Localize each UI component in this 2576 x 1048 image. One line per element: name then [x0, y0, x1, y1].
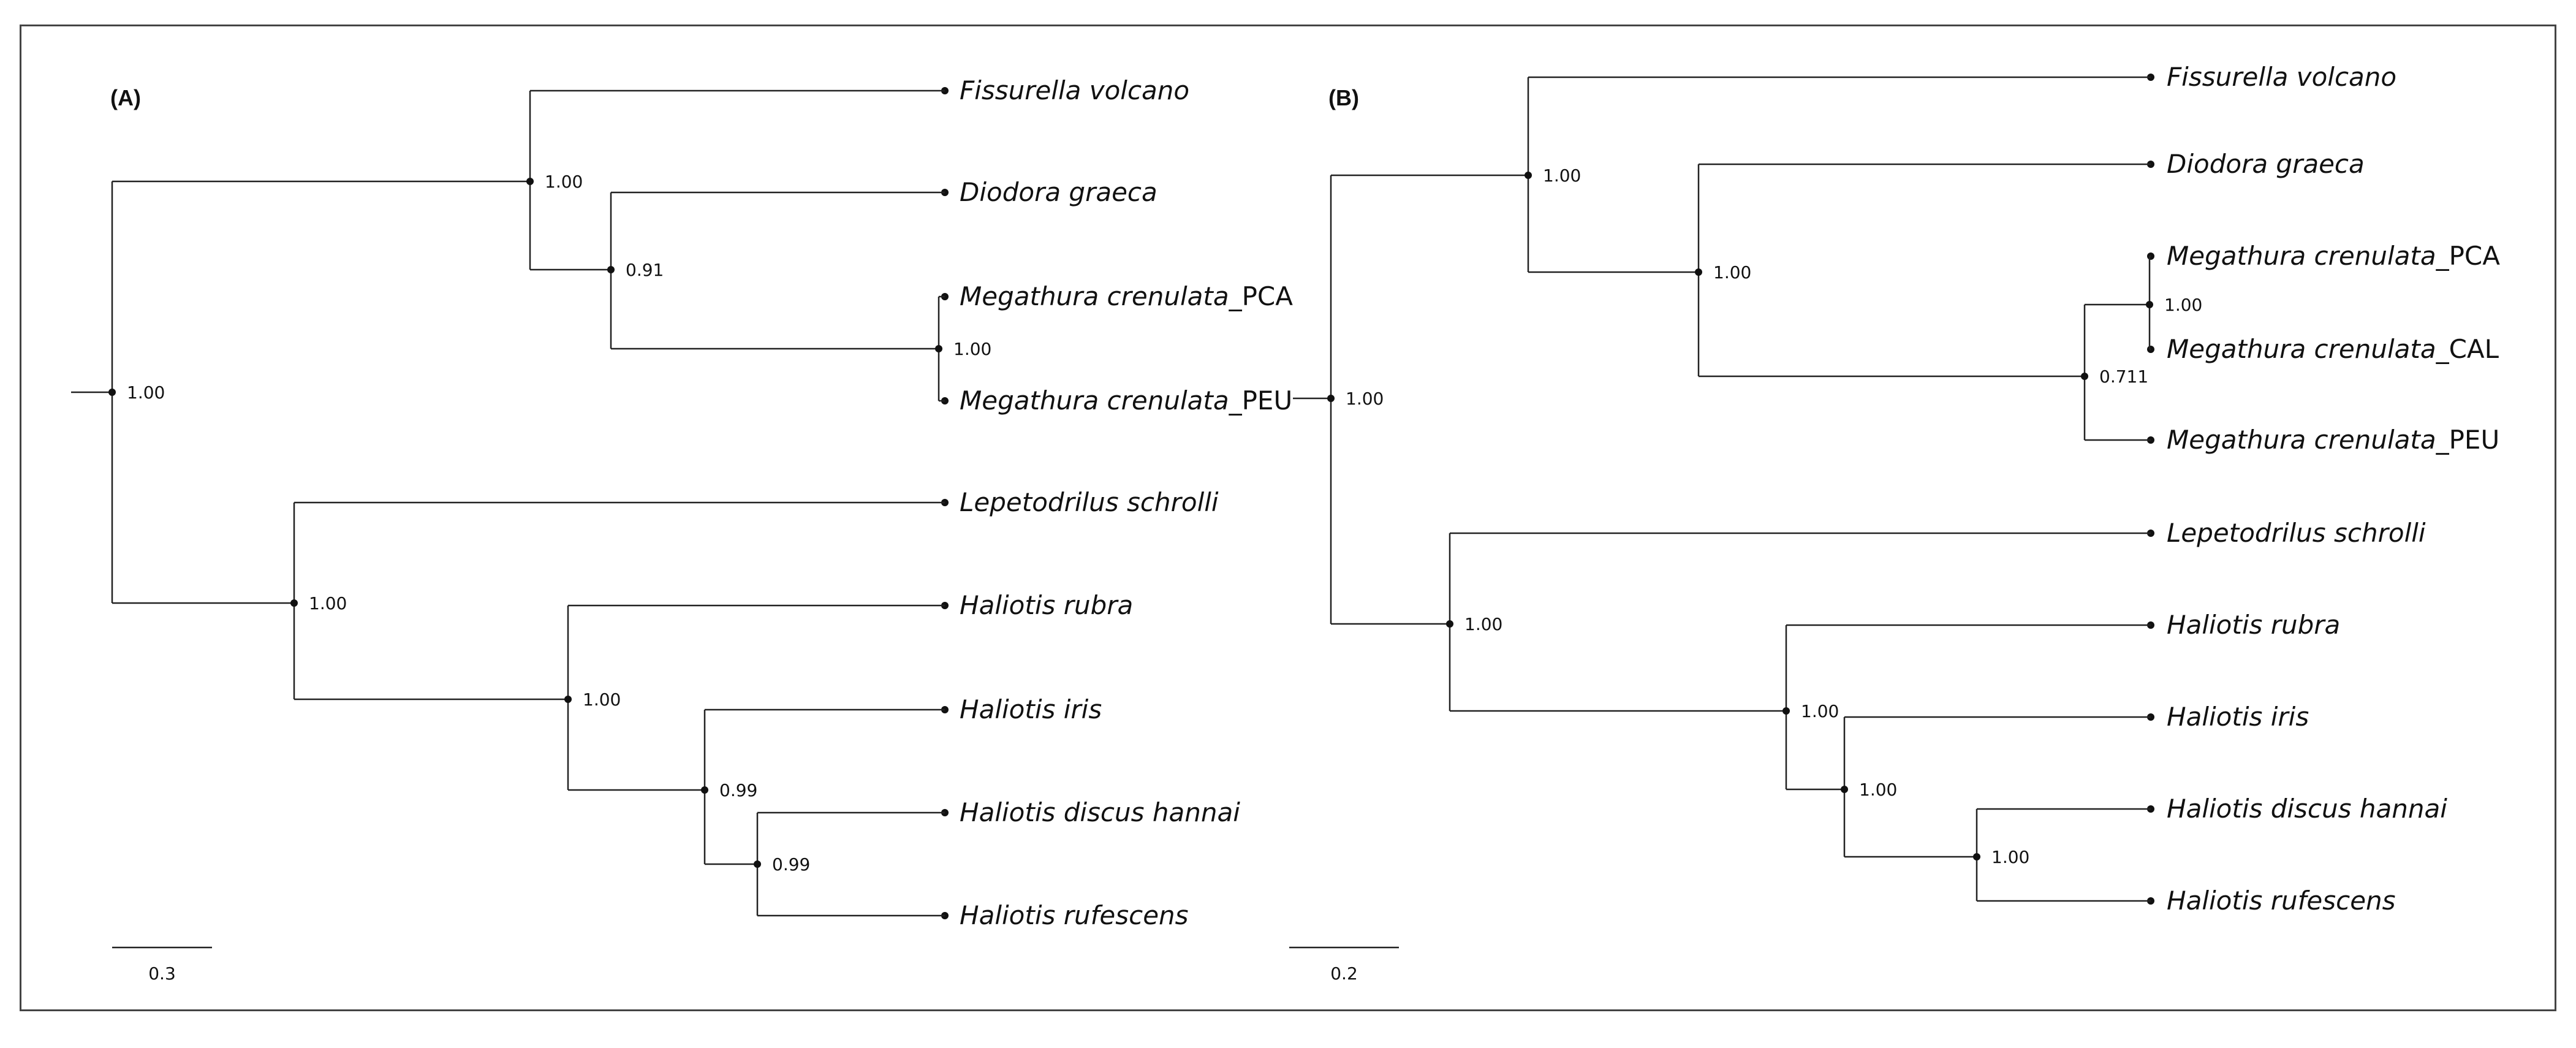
taxon-label: Fissurella volcano [960, 75, 1189, 105]
internal-node-dot [290, 599, 298, 607]
taxon-label: Haliotis iris [960, 694, 1102, 724]
taxon-label: Diodora graeca [2167, 149, 2365, 179]
support-value: 0.711 [2099, 366, 2148, 387]
taxon-label: Diodora graeca [960, 177, 1157, 207]
taxon-suffix: _PEU [1229, 385, 1293, 416]
panel-b-label: (B) [1328, 85, 1359, 110]
taxon-label: Haliotis rubra [960, 590, 1133, 620]
taxon-name: Diodora graeca [2167, 149, 2365, 179]
taxon-label: Megathura crenulata_PCA [2167, 241, 2500, 271]
internal-node-dot [1327, 395, 1335, 402]
support-value: 1.00 [1543, 165, 1581, 186]
taxon-label: Fissurella volcano [2167, 62, 2396, 92]
internal-node-dot [564, 696, 572, 703]
support-value: 1.00 [309, 593, 347, 613]
taxon-suffix: _PCA [2436, 241, 2501, 271]
internal-node-dot [701, 786, 708, 794]
support-value: 1.00 [1859, 780, 1897, 800]
internal-node-dot [1782, 707, 1790, 715]
taxon-label: Haliotis discus hannai [960, 797, 1240, 827]
support-value: 1.00 [1713, 262, 1751, 283]
internal-node-dot [607, 266, 615, 273]
scale-bar-label: 0.2 [1330, 963, 1358, 984]
taxon-name: Lepetodrilus schrolli [2167, 518, 2426, 548]
support-value: 1.00 [583, 689, 621, 710]
taxon-name: Haliotis iris [2167, 702, 2309, 732]
taxon-suffix: _PEU [2436, 425, 2500, 455]
taxon-label: Haliotis rubra [2167, 610, 2340, 640]
taxon-label: Lepetodrilus schrolli [2167, 518, 2426, 548]
internal-node-dot [1695, 268, 1702, 276]
support-value: 1.00 [127, 382, 165, 403]
taxon-name: Megathura crenulata [2167, 241, 2436, 271]
taxon-name: Fissurella volcano [2167, 62, 2396, 92]
support-value: 1.00 [1464, 614, 1502, 634]
taxon-name: Haliotis rubra [960, 590, 1133, 620]
taxon-label: Megathura crenulata_PEU [2167, 425, 2499, 455]
internal-node-dot [935, 345, 942, 352]
taxon-suffix: _CAL [2436, 334, 2499, 364]
support-value: 1.00 [1991, 847, 2029, 867]
support-value: 1.00 [953, 339, 991, 359]
internal-node-dot [1525, 172, 1532, 179]
taxon-label: Megathura crenulata_CAL [2167, 334, 2499, 364]
taxon-name: Megathura crenulata [960, 385, 1229, 416]
taxon-label: Haliotis rufescens [2167, 886, 2396, 916]
figure-frame [20, 25, 2556, 1011]
taxon-name: Haliotis iris [960, 694, 1102, 724]
support-value: 0.99 [772, 854, 810, 875]
taxon-name: Haliotis rufescens [2167, 886, 2396, 916]
support-value: 0.91 [626, 260, 664, 280]
support-value: 0.99 [719, 780, 757, 800]
internal-node-dot [754, 860, 761, 868]
support-value: 1.00 [545, 172, 583, 192]
support-value: 1.00 [2164, 295, 2202, 315]
taxon-name: Megathura crenulata [2167, 425, 2436, 455]
internal-node-dot [1446, 620, 1453, 628]
internal-node-dot [1973, 853, 1980, 860]
taxon-label: Haliotis discus hannai [2167, 794, 2447, 824]
scale-bar-label: 0.3 [148, 963, 176, 984]
taxon-label: Haliotis rufescens [960, 900, 1189, 930]
internal-node-dot [1841, 786, 1848, 793]
support-value: 1.00 [1346, 389, 1384, 409]
taxon-suffix: _PCA [1229, 281, 1294, 311]
support-value: 1.00 [1801, 701, 1839, 721]
taxon-name: Haliotis discus hannai [2167, 794, 2447, 824]
taxon-label: Lepetodrilus schrolli [960, 487, 1219, 517]
internal-node-dot [526, 178, 534, 185]
taxon-name: Haliotis rufescens [960, 900, 1189, 930]
taxon-label: Megathura crenulata_PEU [960, 385, 1292, 416]
internal-node-dot [108, 389, 116, 396]
internal-node-dot [2081, 373, 2088, 380]
taxon-name: Megathura crenulata [960, 281, 1229, 311]
internal-node-dot [2146, 301, 2153, 308]
taxon-label: Haliotis iris [2167, 702, 2309, 732]
taxon-name: Haliotis rubra [2167, 610, 2340, 640]
taxon-name: Diodora graeca [960, 177, 1157, 207]
taxon-name: Megathura crenulata [2167, 334, 2436, 364]
taxon-label: Megathura crenulata_PCA [960, 281, 1293, 311]
taxon-name: Haliotis discus hannai [960, 797, 1240, 827]
panel-a-label: (A) [110, 85, 141, 110]
taxon-name: Fissurella volcano [960, 75, 1189, 105]
taxon-name: Lepetodrilus schrolli [960, 487, 1219, 517]
